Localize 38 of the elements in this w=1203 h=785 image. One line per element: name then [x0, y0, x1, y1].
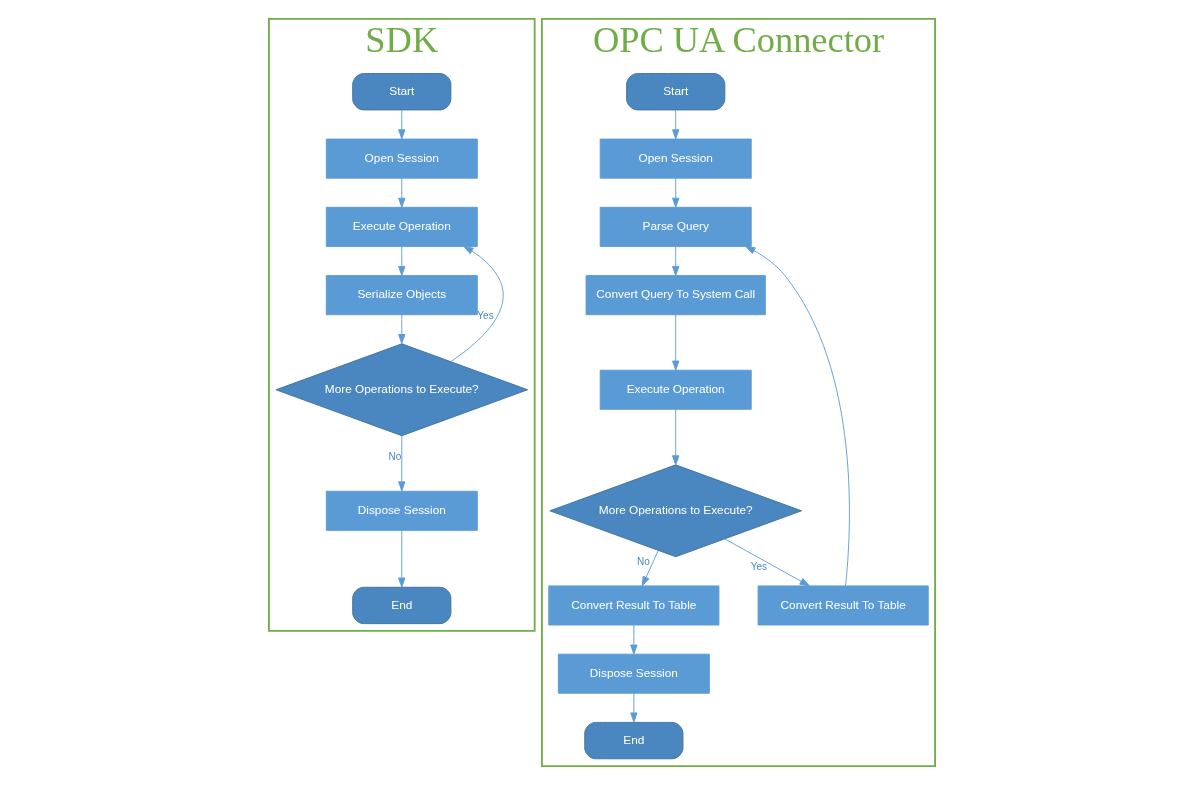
node-box: Open Session	[325, 138, 478, 179]
arrow	[671, 314, 679, 371]
edge-label: Yes	[476, 310, 494, 322]
node-box: Execute Operation	[325, 206, 478, 247]
node-box: Dispose Session	[557, 653, 710, 694]
node-box: Convert Result To Table	[547, 585, 719, 626]
node-box: Convert Result To Table	[757, 585, 929, 626]
arrow	[397, 109, 405, 140]
arrow	[449, 246, 503, 362]
arrow	[629, 693, 637, 723]
node-diamond: More Operations to Execute?	[275, 343, 528, 437]
arrow	[629, 624, 637, 655]
arrow	[671, 109, 679, 140]
arrow	[397, 314, 405, 345]
node-box: End	[351, 586, 451, 625]
arrow	[671, 246, 679, 276]
arrow	[744, 246, 850, 587]
node-diamond: More Operations to Execute?	[548, 464, 802, 558]
node-box: Start	[625, 73, 725, 111]
node-box: Open Session	[599, 138, 752, 179]
node-box: Convert Query To System Call	[585, 275, 766, 316]
edge-label: No	[388, 451, 401, 463]
arrow	[397, 246, 405, 276]
arrow	[671, 409, 679, 466]
arrow	[671, 177, 679, 208]
node-box: Execute Operation	[599, 369, 752, 410]
arrow	[397, 530, 405, 588]
node-box: Dispose Session	[325, 490, 478, 531]
arrow	[724, 538, 810, 587]
arrow	[641, 550, 659, 587]
node-box: Parse Query	[599, 206, 752, 247]
edge-label: Yes	[750, 561, 767, 573]
node-box: Serialize Objects	[325, 275, 478, 316]
node-box: Start	[351, 73, 451, 111]
arrow	[397, 177, 405, 208]
edge-label: No	[636, 556, 650, 568]
arrow	[397, 435, 405, 492]
node-box: End	[583, 721, 683, 760]
